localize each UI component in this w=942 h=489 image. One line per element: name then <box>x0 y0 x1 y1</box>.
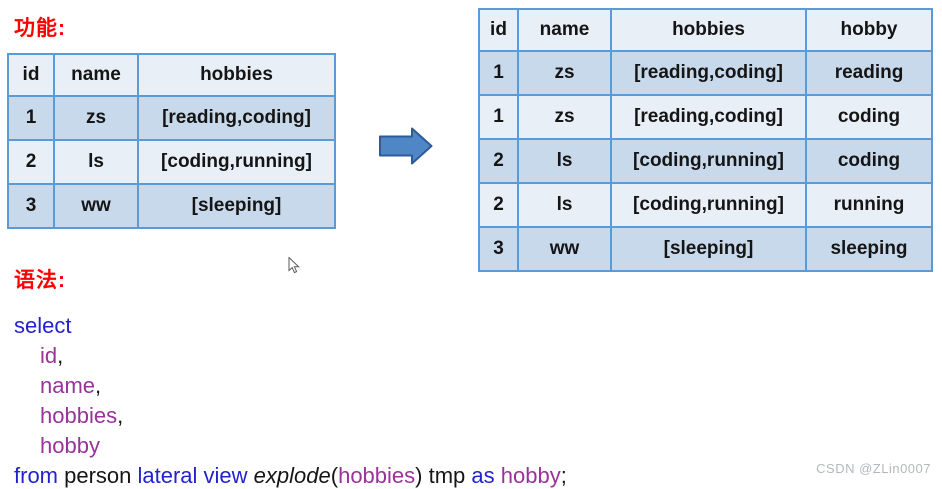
column-header: name <box>517 8 612 52</box>
data-cell: [coding,running] <box>610 138 807 184</box>
code-token: hobby <box>500 463 561 488</box>
data-cell: ls <box>53 139 139 185</box>
code-token: from <box>14 463 58 488</box>
code-token: hobby <box>40 433 100 458</box>
data-cell: 1 <box>478 94 519 140</box>
data-cell: [reading,coding] <box>137 95 336 141</box>
code-token: tmp <box>422 463 472 488</box>
function-section-label: 功能: <box>14 17 66 40</box>
code-line: hobby <box>14 431 567 461</box>
csdn-watermark: CSDN @ZLin0007 <box>816 461 931 476</box>
code-token: hobbies <box>338 463 416 488</box>
data-cell: [sleeping] <box>610 226 807 272</box>
code-token: as <box>471 463 495 488</box>
data-cell: ww <box>53 183 139 229</box>
data-cell: zs <box>517 94 612 140</box>
data-cell: [reading,coding] <box>610 50 807 96</box>
data-cell: 2 <box>478 138 519 184</box>
column-header: hobbies <box>137 53 336 97</box>
data-cell: 2 <box>478 182 519 228</box>
data-cell: running <box>805 182 933 228</box>
code-token: ) <box>415 463 423 488</box>
code-token: lateral view <box>137 463 248 488</box>
syntax-section-label: 语法: <box>14 269 66 292</box>
data-cell: ls <box>517 138 612 184</box>
column-header: name <box>53 53 139 97</box>
transform-arrow-icon <box>379 127 433 165</box>
data-cell: 1 <box>478 50 519 96</box>
data-cell: coding <box>805 138 933 184</box>
code-token: hobbies <box>40 403 118 428</box>
column-header: hobby <box>805 8 933 52</box>
column-header: id <box>7 53 55 97</box>
data-cell: ww <box>517 226 612 272</box>
data-cell: [sleeping] <box>137 183 336 229</box>
code-token: person <box>58 463 138 488</box>
code-token: select <box>14 313 72 338</box>
code-line: from person lateral view explode(hobbies… <box>14 461 567 489</box>
cutoff-text-fragment <box>2 484 82 489</box>
code-token: , <box>117 403 124 428</box>
data-cell: ls <box>517 182 612 228</box>
code-line: hobbies, <box>14 401 567 431</box>
code-line: name, <box>14 371 567 401</box>
mouse-cursor-icon <box>288 256 300 275</box>
code-token: ; <box>560 463 567 488</box>
data-cell: 3 <box>478 226 519 272</box>
code-token: , <box>95 373 102 398</box>
column-header: id <box>478 8 519 52</box>
data-cell: zs <box>53 95 139 141</box>
code-line: select <box>14 311 567 341</box>
code-token: , <box>57 343 64 368</box>
code-token: id <box>40 343 58 368</box>
data-cell: reading <box>805 50 933 96</box>
data-cell: [coding,running] <box>137 139 336 185</box>
data-cell: 1 <box>7 95 55 141</box>
data-cell: coding <box>805 94 933 140</box>
data-cell: 3 <box>7 183 55 229</box>
code-token: ( <box>330 463 339 488</box>
data-cell: [coding,running] <box>610 182 807 228</box>
code-token: name <box>40 373 96 398</box>
column-header: hobbies <box>610 8 807 52</box>
data-cell: sleeping <box>805 226 933 272</box>
data-cell: 2 <box>7 139 55 185</box>
code-token: explode <box>253 463 331 488</box>
data-cell: zs <box>517 50 612 96</box>
code-line: id, <box>14 341 567 371</box>
data-cell: [reading,coding] <box>610 94 807 140</box>
